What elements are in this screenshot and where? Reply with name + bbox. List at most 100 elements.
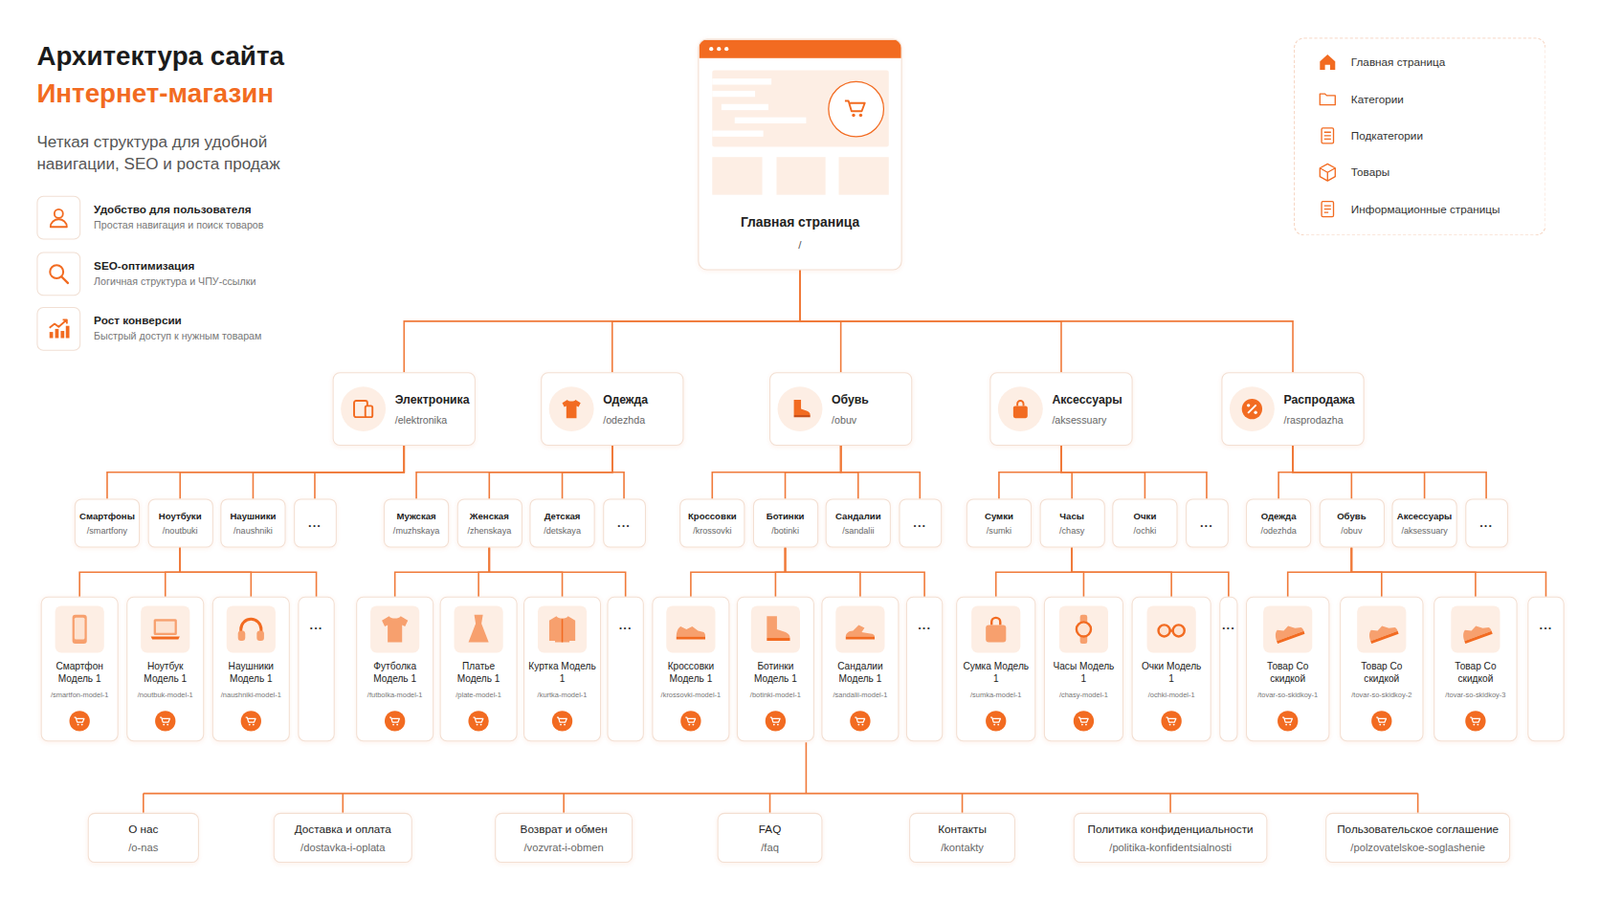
subcategory-box: Сумки/sumki <box>966 498 1032 548</box>
legend-icon <box>1317 88 1338 110</box>
tree-connector <box>841 445 921 499</box>
node-title: О нас <box>128 822 158 836</box>
more-box: ... <box>898 498 942 548</box>
home-illustration <box>711 70 889 148</box>
product-image <box>1367 622 1400 645</box>
node-title: Ноутбук Модель 1 <box>132 659 200 687</box>
product-image <box>549 616 576 643</box>
node-url: /aksessuary <box>1051 413 1122 425</box>
product-image <box>985 624 1006 643</box>
legend-icon <box>1316 50 1339 73</box>
node-title: ... <box>912 516 927 532</box>
legend-row: Товары <box>1316 160 1391 183</box>
node-url: /faq <box>760 841 779 854</box>
cart-button <box>770 717 780 723</box>
node-title: Сумки <box>984 511 1014 522</box>
category-icon <box>351 397 377 423</box>
product-image <box>978 612 1014 647</box>
tree-connector <box>107 445 404 499</box>
cart-button <box>72 713 88 729</box>
cart-button <box>691 724 694 727</box>
more-box: ... <box>606 597 644 742</box>
subcategory-box: Часы/chasy <box>1039 498 1105 548</box>
category-icon <box>794 415 811 418</box>
product-card: Часы Модель 1/chasy-model-1 <box>1044 597 1124 742</box>
node-title: Товар Со скидкой <box>1254 659 1322 687</box>
legend-icon <box>1316 88 1339 111</box>
category-icon <box>549 386 595 432</box>
growth-icon <box>66 326 70 339</box>
cart-button <box>990 717 1000 723</box>
cart-button <box>1376 717 1386 723</box>
user-icon <box>50 209 67 227</box>
more-box: ... <box>1219 597 1238 742</box>
node-title: Наушники <box>229 511 276 522</box>
legend-icon <box>1316 160 1339 183</box>
node-title: Кроссовки Модель 1 <box>657 659 725 687</box>
cart-button <box>384 711 405 732</box>
node-title: FAQ <box>758 822 781 836</box>
home-illustration <box>698 40 902 209</box>
tree-connector <box>785 548 926 598</box>
product-image <box>1066 612 1101 647</box>
category-icon <box>1013 405 1028 419</box>
node-url: /tovar-so-skidkoy-1 <box>1257 691 1318 699</box>
cart-button <box>1469 717 1480 723</box>
cart-button <box>685 717 695 723</box>
info-page-box: Политика конфиденциальности/politika-kon… <box>1073 813 1268 864</box>
home-illustration <box>711 130 763 136</box>
tree-connector <box>252 445 404 499</box>
cart-button <box>861 724 864 727</box>
product-image <box>155 622 176 634</box>
cart-button <box>1371 711 1392 732</box>
feature-icon-box <box>37 307 81 351</box>
tree-connector <box>179 445 404 499</box>
product-image <box>766 616 790 639</box>
node-url: /plate-model-1 <box>455 691 502 699</box>
tree-connector <box>1292 445 1487 499</box>
search-icon <box>62 277 68 284</box>
product-card: Очки Модель 1/ochki-model-1 <box>1132 597 1212 742</box>
info-page-box: Контакты/kontakty <box>909 813 1016 864</box>
product-card: Смартфон Модель 1/smartfon-model-1 <box>41 597 119 742</box>
cart-button <box>1160 711 1181 732</box>
info-pages-connector <box>143 742 1419 814</box>
more-box: ... <box>293 498 337 548</box>
node-url: /sandalii-model-1 <box>832 691 888 699</box>
product-image <box>1076 622 1091 637</box>
node-url: /polzovatelskoe-soglashenie <box>1350 841 1486 854</box>
node-title: ... <box>617 516 631 532</box>
node-title: ... <box>1479 516 1493 532</box>
node-title: Ботинки Модель 1 <box>741 659 809 687</box>
node-title: Ботинки <box>766 511 805 522</box>
cart-button <box>1277 711 1298 732</box>
subcategory-box: Детская/detskaya <box>529 498 595 548</box>
legend-text: Товары <box>1351 166 1390 179</box>
product-card: Ноутбук Модель 1/noutbuk-model-1 <box>126 597 204 742</box>
category-icon <box>1017 400 1023 406</box>
cart-button <box>1164 713 1179 729</box>
cart-button <box>157 713 173 729</box>
node-title: Обувь <box>1336 511 1366 522</box>
node-url: /noutbuki <box>162 525 199 536</box>
category-icon <box>558 397 584 423</box>
page-subtitle: Интернет-магазин <box>36 77 274 110</box>
node-title: Смартфон Модель 1 <box>45 659 113 687</box>
more-box: ... <box>906 597 943 742</box>
product-image <box>1364 612 1400 647</box>
node-title: ... <box>310 618 324 741</box>
cart-button <box>1288 724 1291 727</box>
product-image <box>72 615 88 645</box>
product-image <box>1450 605 1500 653</box>
node-url: /elektronika <box>395 413 470 425</box>
legend-text: Подкатегории <box>1351 129 1423 142</box>
cart-button <box>244 713 259 729</box>
home-illustration <box>698 40 902 59</box>
node-title: Электроника <box>395 393 470 406</box>
node-title: Наушники Модель 1 <box>217 659 285 687</box>
tree-connector <box>711 445 841 499</box>
node-title: Контакты <box>937 822 987 836</box>
home-illustration <box>716 46 721 51</box>
feature-icon-box <box>37 196 81 351</box>
subcategory-box: Смартфоны/smartfony <box>74 498 140 548</box>
